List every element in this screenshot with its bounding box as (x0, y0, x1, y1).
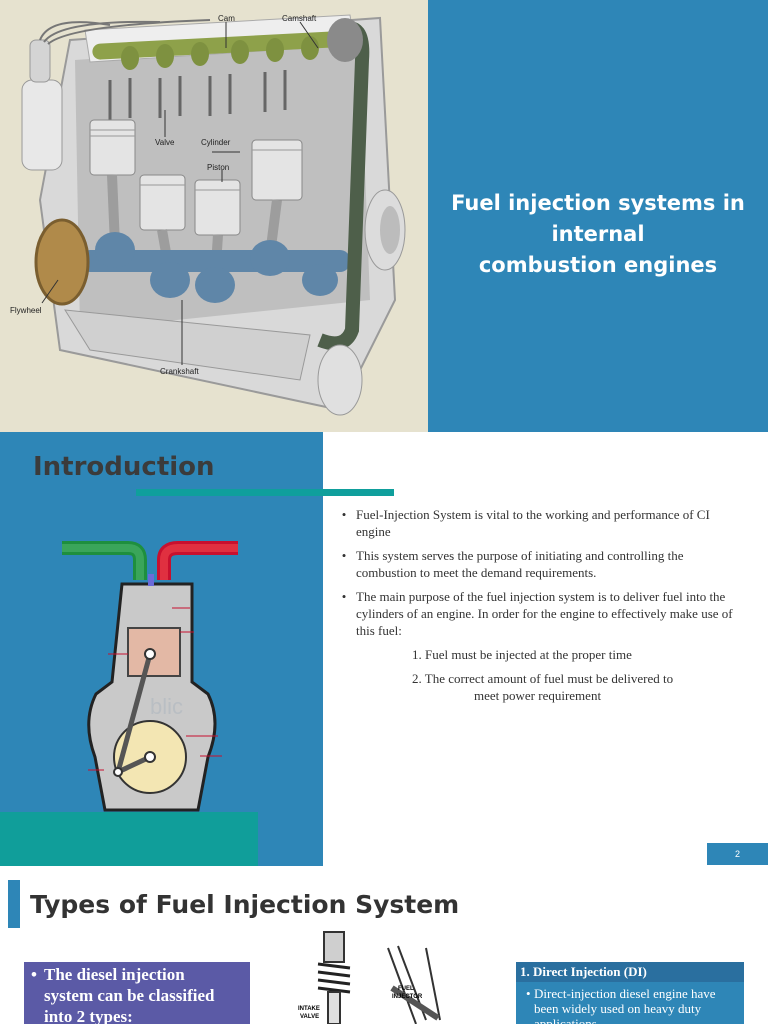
fuel-injector-diagram: INTAKE VALVE FUEL INJECTOR (288, 928, 474, 1024)
slide-introduction: blic Introduction •Fuel-Injection System… (0, 432, 768, 866)
engine-illustration (21, 14, 406, 416)
slide-heading: Introduction (33, 452, 215, 482)
di-text: Direct-injection diesel engine have been… (534, 986, 716, 1024)
title-line: Fuel injection systems in (451, 191, 745, 215)
box-line: into 2 types: (44, 1007, 133, 1024)
page-number: 2 (707, 843, 768, 865)
box-line: The diesel injection (44, 965, 185, 984)
label-valve: Valve (155, 138, 175, 147)
left-accent-panel: blic (0, 432, 323, 866)
box-line: system can be classified (44, 986, 215, 1005)
label-cam: Cam (218, 14, 235, 23)
label-intake: INTAKE (298, 1006, 320, 1012)
label-camshaft: Camshaft (282, 14, 317, 23)
heading-underline (136, 489, 394, 496)
title-line: internal (551, 222, 645, 246)
presentation-title: Fuel injection systems in internal combu… (428, 188, 768, 281)
classification-box: • The diesel injection system can be cla… (24, 962, 250, 1024)
label-cylinder: Cylinder (201, 138, 231, 147)
title-panel: Fuel injection systems in internal combu… (428, 0, 768, 432)
slide-title: Cam Camshaft Valve Cylinder Piston Flywh… (0, 0, 768, 432)
di-heading: 1. Direct Injection (DI) (516, 962, 744, 982)
slide-heading: Types of Fuel Injection System (30, 890, 460, 919)
list-item: •This system serves the purpose of initi… (341, 548, 684, 580)
list-item: •The main purpose of the fuel injection … (341, 589, 733, 638)
di-bullet: • Direct-injection diesel engine have be… (516, 982, 744, 1024)
direct-injection-box: 1. Direct Injection (DI) • Direct-inject… (516, 962, 744, 1024)
engine-cutaway-image: Cam Camshaft Valve Cylinder Piston Flywh… (0, 0, 428, 432)
bullet-list: •Fuel-Injection System is vital to the w… (332, 506, 740, 711)
title-accent-bar (8, 880, 20, 928)
numbered-item: 1. Fuel must be injected at the proper t… (412, 647, 632, 662)
label-piston: Piston (207, 163, 230, 172)
label-valve: VALVE (300, 1014, 320, 1020)
numbered-item-continuation: meet power requirement (474, 688, 602, 703)
watermark-text: blic (150, 694, 184, 719)
label-flywheel: Flywheel (10, 306, 42, 315)
injector-illustration (317, 931, 441, 1024)
teal-accent-block (0, 812, 258, 866)
slide-types: Types of Fuel Injection System • The die… (0, 872, 768, 1024)
numbered-item: 2. The correct amount of fuel must be de… (412, 671, 674, 686)
list-item: •Fuel-Injection System is vital to the w… (341, 507, 710, 539)
label-injector: INJECTOR (392, 994, 423, 1000)
label-crankshaft: Crankshaft (160, 367, 199, 376)
label-fuel: FUEL (398, 986, 414, 992)
title-line: combustion engines (478, 253, 718, 277)
engine-cylinder-diagram (62, 541, 238, 812)
